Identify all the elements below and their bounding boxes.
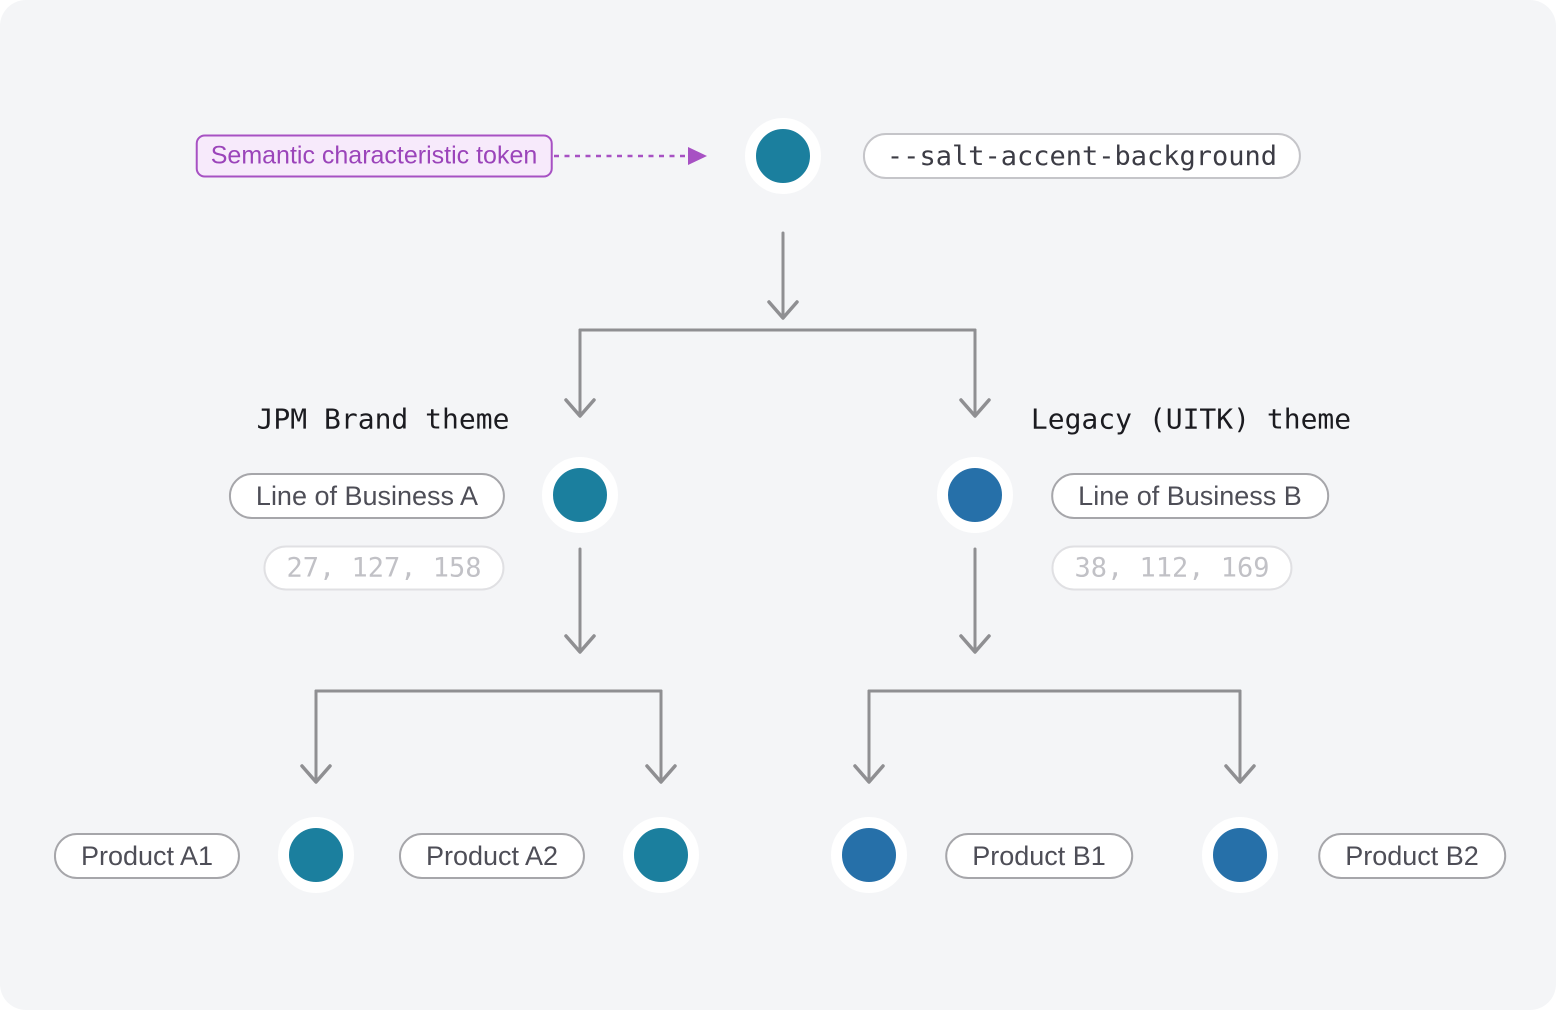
product-b2-pill: Product B2 — [1318, 833, 1506, 879]
product-b1-swatch — [831, 817, 907, 893]
theme-b-rgb-value: 38, 112, 169 — [1074, 552, 1270, 584]
product-b1-label: Product B1 — [972, 840, 1106, 871]
product-a2-pill: Product A2 — [398, 833, 586, 879]
product-b2-swatch — [1202, 817, 1278, 893]
line-of-business-a-label: Line of Business A — [255, 480, 479, 511]
product-a2-swatch — [623, 817, 699, 893]
theme-a-swatch — [542, 457, 618, 533]
theme-b-rgb-pill: 38, 112, 169 — [1051, 545, 1293, 591]
line-of-business-a-pill: Line of Business A — [228, 473, 506, 519]
theme-b-heading: Legacy (UITK) theme — [1030, 402, 1352, 436]
theme-a-rgb-pill: 27, 127, 158 — [263, 545, 505, 591]
branch-theme-a-to-products — [300, 689, 677, 784]
product-a1-swatch — [278, 817, 354, 893]
line-of-business-b-label: Line of Business B — [1078, 480, 1302, 511]
product-b1-pill: Product B1 — [945, 833, 1133, 879]
product-b2-label: Product B2 — [1345, 840, 1479, 871]
product-a2-label: Product A2 — [425, 840, 559, 871]
product-a1-pill: Product A1 — [53, 833, 241, 879]
theme-a-heading: JPM Brand theme — [256, 402, 510, 436]
root-token-swatch — [745, 118, 821, 194]
theme-a-rgb-value: 27, 127, 158 — [286, 552, 482, 584]
annotation-arrow — [554, 147, 707, 165]
branch-theme-b-to-products — [853, 689, 1256, 784]
theme-b-swatch — [937, 457, 1013, 533]
branch-root-to-themes — [564, 328, 991, 418]
arrow-theme-b-to-branch — [959, 547, 991, 654]
root-token-name: --salt-accent-background — [886, 140, 1278, 172]
root-token-pill: --salt-accent-background — [862, 133, 1302, 179]
annotation-label: Semantic characteristic token — [195, 134, 553, 178]
arrow-root-to-branch — [767, 231, 799, 320]
arrow-theme-a-to-branch — [564, 547, 596, 654]
line-of-business-b-pill: Line of Business B — [1051, 473, 1329, 519]
product-a1-label: Product A1 — [80, 840, 214, 871]
annotation-label-text: Semantic characteristic token — [210, 141, 538, 170]
